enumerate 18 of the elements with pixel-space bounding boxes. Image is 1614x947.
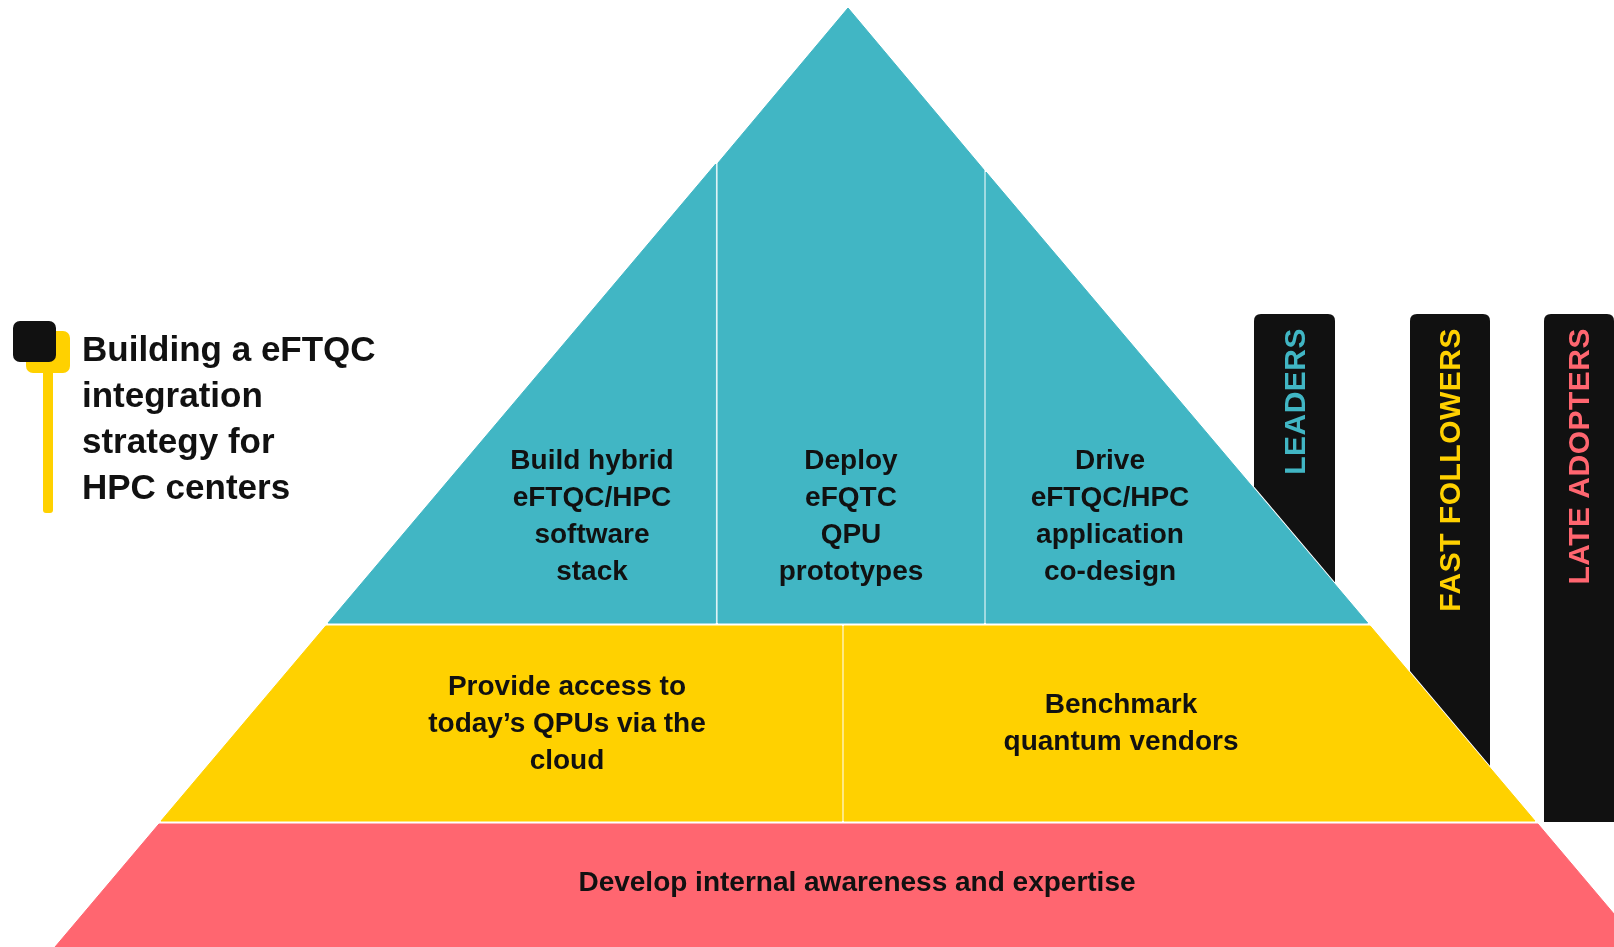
category-bar bbox=[1544, 314, 1614, 822]
category-bar bbox=[1254, 314, 1335, 583]
pyramid-section bbox=[718, 8, 984, 623]
bar-label: FAST FOLLOWERS bbox=[1433, 328, 1467, 612]
pyramid-section bbox=[54, 824, 1614, 947]
pyramid-section bbox=[986, 172, 1368, 623]
diagram-title: Building a eFTQC integration strategy for HPC centers bbox=[82, 328, 376, 508]
section-label: Deploy eFQTC QPU prototypes bbox=[778, 443, 924, 588]
section-label: Provide access to today’s QPUs via the cloud bbox=[428, 668, 706, 777]
pyramid-section bbox=[844, 626, 1535, 821]
section-label: Benchmark quantum vendors bbox=[1003, 687, 1239, 758]
section-label: Develop internal awareness and expertise bbox=[578, 864, 1136, 899]
bar-label: LATE ADOPTERS bbox=[1562, 328, 1596, 585]
category-bar bbox=[1410, 314, 1490, 766]
section-label: Build hybrid eFTQC/HPC software stack bbox=[510, 443, 674, 588]
bar-label: LEADERS bbox=[1277, 328, 1312, 475]
pyramid-section bbox=[161, 626, 842, 821]
section-label: Drive eFTQC/HPC application co-design bbox=[1030, 443, 1190, 588]
